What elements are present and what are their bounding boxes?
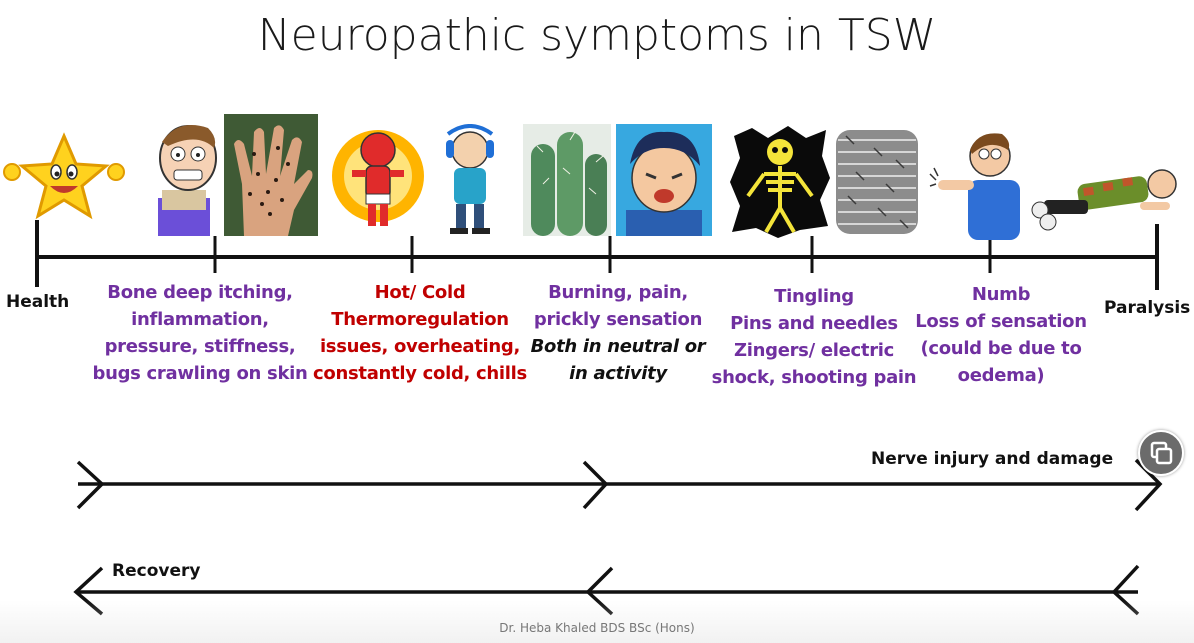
cactus-icon	[523, 124, 611, 236]
stage-5-line-4: oedema)	[957, 365, 1045, 386]
stressed-man-icon	[158, 125, 217, 236]
stage-3-line-1: Burning, pain,	[548, 282, 688, 303]
stage-2-line-2: Thermoregulation	[331, 309, 509, 330]
page-title: Neuropathic symptoms in TSW	[257, 10, 937, 61]
bottom-fade	[0, 600, 1194, 643]
copy-icon	[1150, 441, 1173, 465]
stage-5-line-2: Loss of sensation	[915, 311, 1087, 332]
stage-2-line-4: constantly cold, chills	[313, 363, 527, 384]
stage-4-line-2: Pins and needles	[730, 313, 898, 334]
start-label-health: Health	[6, 292, 70, 312]
forward-arrow	[76, 458, 1163, 512]
stage-label-tingling: Tingling Pins and needles Zingers/ elect…	[706, 283, 922, 391]
stage-label-itching: Bone deep itching, inflammation, pressur…	[90, 279, 310, 387]
stage-label-thermo: Hot/ Cold Thermoregulation issues, overh…	[310, 279, 530, 387]
end-label-paralysis: Paralysis	[1104, 298, 1191, 318]
stage-1-line-3: pressure, stiffness,	[104, 336, 296, 357]
recovery-label: Recovery	[112, 561, 201, 581]
fallen-man-icon	[1031, 169, 1177, 231]
hot-boy-icon	[332, 130, 424, 226]
cold-man-icon	[446, 124, 494, 234]
hand-bugs-icon	[224, 114, 318, 236]
pain-boy-icon	[616, 124, 712, 236]
star-icon	[3, 132, 125, 220]
barbed-wire-icon	[836, 130, 918, 234]
stage-2-line-3: issues, overheating,	[319, 336, 521, 357]
stage-5-line-3: (could be due to	[920, 338, 1082, 359]
numb-man-icon	[929, 133, 1020, 240]
nerve-injury-label: Nerve injury and damage	[871, 449, 1114, 469]
stage-2-line-1: Hot/ Cold	[374, 282, 466, 303]
stage-4-line-1: Tingling	[774, 286, 854, 307]
copy-button[interactable]	[1138, 430, 1184, 476]
stage-3-line-4: in activity	[569, 363, 667, 384]
stage-label-burning: Burning, pain, prickly sensation Both in…	[520, 279, 716, 387]
stage-1-line-2: inflammation,	[131, 309, 269, 330]
stage-1-line-4: bugs crawling on skin	[92, 363, 308, 384]
stage-3-line-3: Both in neutral or	[530, 336, 706, 357]
author-credit: Dr. Heba Khaled BDS BSc (Hons)	[499, 621, 695, 635]
stage-4-line-3: Zingers/ electric	[733, 340, 895, 361]
stage-4-line-4: shock, shooting pain	[711, 367, 917, 388]
stage-1-line-1: Bone deep itching,	[107, 282, 293, 303]
stage-3-line-2: prickly sensation	[533, 309, 703, 330]
stage-5-line-1: Numb	[971, 284, 1031, 305]
stage-label-numb: Numb Loss of sensation (could be due to …	[904, 281, 1098, 389]
skeleton-shock-icon	[730, 126, 830, 238]
